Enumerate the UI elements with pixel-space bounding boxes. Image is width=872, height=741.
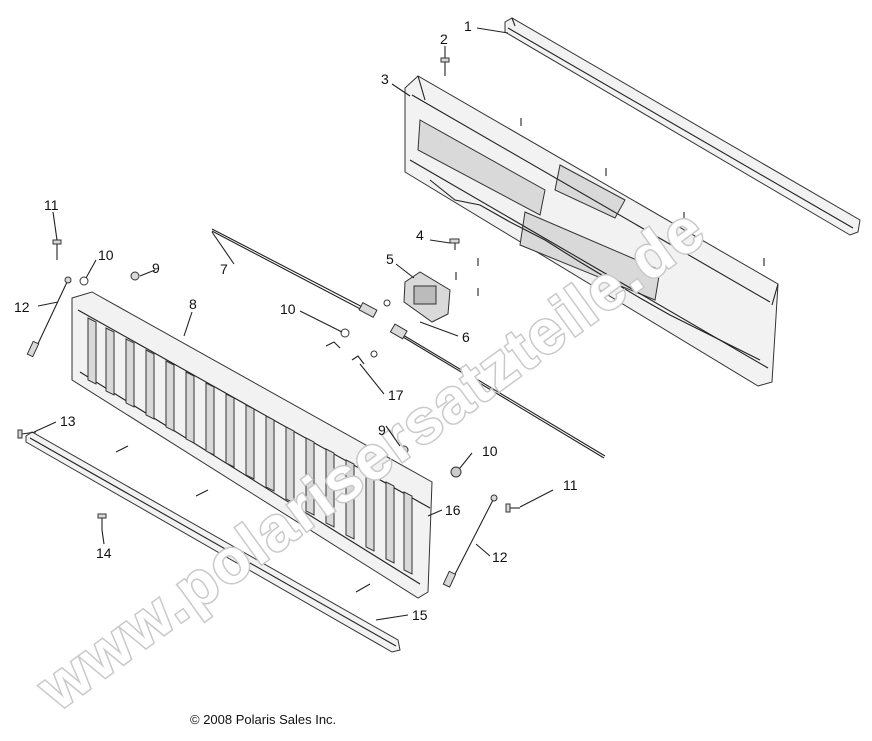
callout-15: 15 xyxy=(412,607,428,623)
clip-icon xyxy=(325,341,341,349)
callout-5: 5 xyxy=(386,251,394,267)
part-cable-right xyxy=(442,494,498,588)
callout-3: 3 xyxy=(381,71,389,87)
washer-icon xyxy=(370,350,378,358)
part-outer-panel xyxy=(71,291,433,599)
watermark-text: www.polarisersatzteile.de xyxy=(25,194,718,724)
callout-1: 1 xyxy=(464,18,472,34)
washer-icon xyxy=(79,276,89,286)
bolt-icon xyxy=(505,503,520,513)
callout-11a: 11 xyxy=(44,197,59,213)
bolt-icon xyxy=(355,583,371,593)
callout-12b: 12 xyxy=(492,549,508,565)
callout-9b: 9 xyxy=(378,422,386,438)
callout-14: 14 xyxy=(96,545,112,561)
callout-10b: 10 xyxy=(280,301,296,317)
washer-icon xyxy=(383,299,391,307)
callout-10c: 10 xyxy=(482,443,498,459)
callout-12a: 12 xyxy=(14,299,30,315)
callout-10a: 10 xyxy=(98,247,114,263)
callout-7: 7 xyxy=(220,261,228,277)
part-latch-handle xyxy=(403,271,451,323)
bolt-icon xyxy=(97,513,107,530)
clip-icon xyxy=(351,355,365,365)
callout-4: 4 xyxy=(416,227,424,243)
callouts: 1 2 3 4 5 6 7 8 9 9 10 10 10 11 11 12 12… xyxy=(14,18,578,623)
bolt-icon xyxy=(52,239,62,260)
callout-11b: 11 xyxy=(563,477,578,493)
callout-9a: 9 xyxy=(152,260,160,276)
part-inner-panel xyxy=(404,75,779,387)
nut-icon xyxy=(399,445,409,455)
nut-icon xyxy=(130,271,140,281)
part-rod-7 xyxy=(211,228,378,318)
callout-17: 17 xyxy=(388,387,404,403)
bolt-icon xyxy=(195,489,209,497)
part-cable-left xyxy=(26,276,72,358)
part-bottom-rail xyxy=(25,431,401,653)
panel-ribs xyxy=(87,317,413,575)
bolt-icon xyxy=(440,57,450,76)
washer-icon xyxy=(450,466,462,478)
part-rod-6 xyxy=(389,323,606,459)
fasteners xyxy=(17,57,765,593)
bolt-icon xyxy=(275,537,291,547)
callout-8: 8 xyxy=(189,296,197,312)
washer-icon xyxy=(340,328,350,338)
bolt-icon xyxy=(115,445,129,453)
bolt-icon xyxy=(17,429,37,439)
callout-16: 16 xyxy=(445,502,461,518)
bolt-icon xyxy=(449,238,460,250)
leader-lines xyxy=(33,27,554,621)
callout-6: 6 xyxy=(462,329,470,345)
copyright-text: © 2008 Polaris Sales Inc. xyxy=(190,712,337,727)
callout-13: 13 xyxy=(60,413,76,429)
callout-2: 2 xyxy=(440,31,448,47)
